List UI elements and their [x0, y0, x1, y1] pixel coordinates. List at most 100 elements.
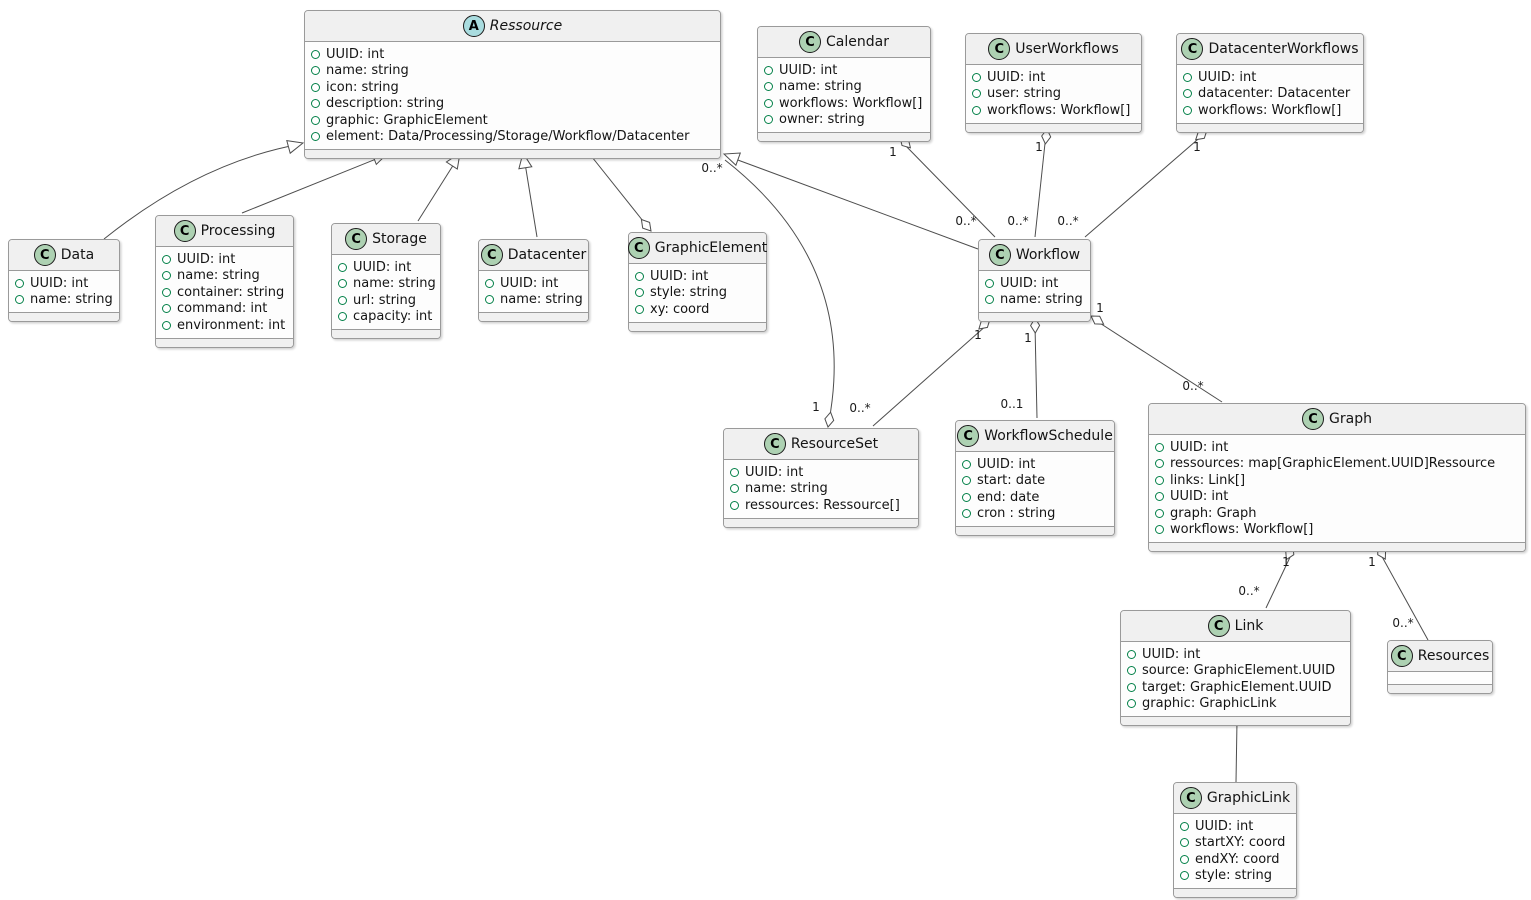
field-icon	[985, 295, 994, 305]
class-attribute: capacity: int	[338, 309, 432, 326]
multiplicity-label: 0..*	[1182, 379, 1204, 393]
attribute-text: UUID: int	[745, 464, 804, 480]
class-attribute: start: date	[962, 473, 1106, 490]
class-attribute: name: string	[730, 481, 910, 498]
class-attribute: name: string	[764, 79, 922, 96]
attribute-text: target: GraphicElement.UUID	[1142, 679, 1332, 695]
class-name: Datacenter	[507, 247, 587, 263]
attribute-text: UUID: int	[1142, 646, 1201, 662]
field-icon	[311, 115, 320, 125]
class-attribute: target: GraphicElement.UUID	[1127, 679, 1342, 696]
multiplicity-label: 0..*	[701, 161, 723, 175]
class-attribute: name: string	[15, 292, 113, 309]
class-attribute: style: string	[635, 285, 758, 302]
attribute-text: style: string	[1195, 868, 1273, 884]
class-attribute: name: string	[311, 63, 712, 80]
attribute-text: startXY: coord	[1195, 835, 1286, 851]
class-name: Workflow	[1015, 247, 1081, 263]
multiplicity-label: 0..1	[1000, 397, 1024, 411]
field-icon	[962, 509, 971, 519]
attribute-text: UUID: int	[1170, 439, 1229, 455]
class-name: Resources	[1417, 648, 1490, 664]
class-attribute: end: date	[962, 489, 1106, 506]
attribute-text: UUID: int	[987, 69, 1046, 85]
datacenter-extends-ressource	[523, 156, 538, 238]
field-icon	[1183, 105, 1192, 115]
class-icon: C	[1302, 408, 1325, 430]
class-name: GraphicLink	[1206, 790, 1291, 806]
class-attribute: workflows: Workflow[]	[764, 95, 922, 112]
attribute-text: environment: int	[177, 317, 286, 333]
field-icon	[311, 99, 320, 109]
field-icon	[1155, 459, 1164, 469]
datacenterworkflows-workflow-aggregation	[1084, 133, 1205, 238]
field-icon	[338, 295, 347, 305]
field-icon	[962, 459, 971, 469]
aggregation-diamond-icon	[1090, 315, 1105, 325]
attribute-text: owner: string	[779, 112, 865, 128]
field-icon	[338, 279, 347, 289]
processing-extends-ressource	[241, 154, 387, 214]
storage-extends-ressource	[417, 155, 460, 222]
class-attribute: UUID: int	[1155, 439, 1517, 456]
class-attribute: UUID: int	[972, 69, 1133, 86]
methods-compartment	[966, 122, 1141, 132]
multiplicity-label: 1	[1024, 331, 1032, 345]
workflow-graph-aggregation	[1091, 317, 1223, 403]
multiplicity-label: 1	[1368, 555, 1376, 569]
class-attribute: name: string	[162, 268, 285, 285]
field-icon	[1155, 492, 1164, 502]
multiplicity-label: 1	[1035, 140, 1043, 154]
field-icon	[338, 312, 347, 322]
graph-resources-aggregation	[1379, 552, 1429, 641]
class-name: DatacenterWorkflows	[1208, 41, 1359, 57]
class-attribute: UUID: int	[1180, 818, 1288, 835]
field-icon	[1180, 871, 1189, 881]
multiplicity-label: 0..*	[955, 214, 977, 228]
methods-compartment	[479, 312, 588, 321]
field-icon	[764, 98, 773, 108]
attribute-text: datacenter: Datacenter	[1198, 86, 1351, 102]
field-icon	[485, 278, 494, 288]
graph-link-aggregation	[1265, 552, 1293, 609]
methods-compartment	[758, 132, 930, 141]
class-attribute: UUID: int	[985, 275, 1082, 292]
class-icon: C	[988, 244, 1011, 266]
class-icon: C	[1207, 615, 1230, 637]
attribute-text: description: string	[326, 96, 445, 112]
attribute-text: workflows: Workflow[]	[1170, 522, 1314, 538]
field-icon	[764, 82, 773, 92]
attribute-text: UUID: int	[177, 251, 236, 267]
field-icon	[1127, 649, 1136, 659]
multiplicity-label: 1	[1282, 555, 1290, 569]
field-icon	[1127, 682, 1136, 692]
class-icon: C	[988, 38, 1011, 60]
class-attribute: graph: Graph	[1155, 505, 1517, 522]
class-attribute: container: string	[162, 284, 285, 301]
attribute-text: cron : string	[977, 506, 1056, 522]
attribute-text: name: string	[30, 292, 113, 308]
multiplicity-label: 1	[1096, 301, 1104, 315]
field-icon	[311, 132, 320, 142]
class-attribute: UUID: int	[764, 62, 922, 79]
methods-compartment	[332, 329, 440, 338]
class-attribute: UUID: int	[962, 456, 1106, 473]
attribute-text: icon: string	[326, 79, 399, 95]
